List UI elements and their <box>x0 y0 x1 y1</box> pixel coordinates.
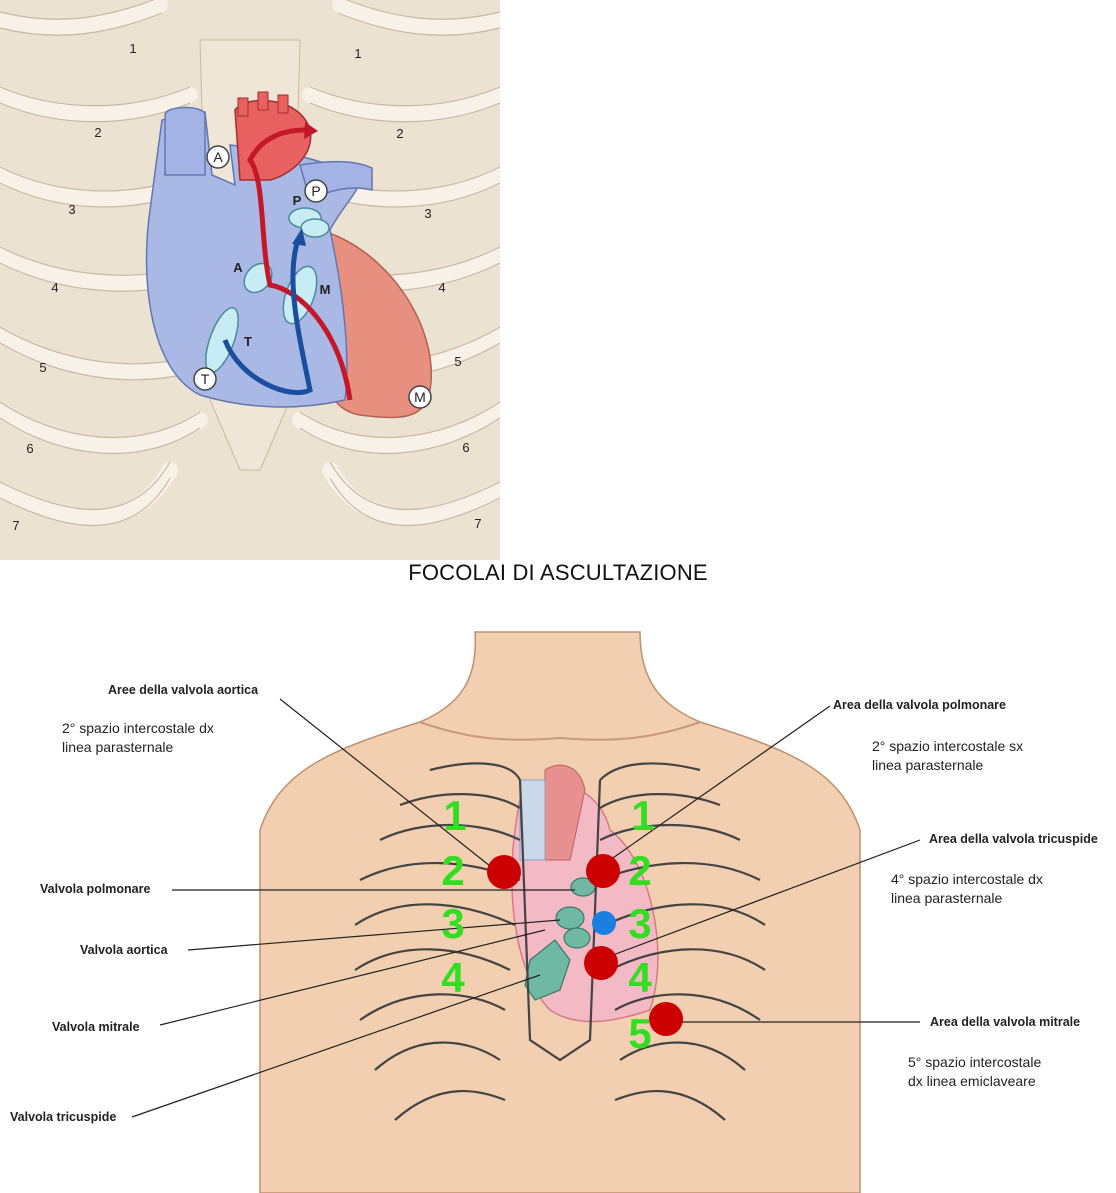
marker-mitral: M <box>408 385 432 409</box>
focus-aortic-dot <box>487 855 521 889</box>
blue-flow-arrow <box>222 239 313 396</box>
marker-pulmonary: P <box>304 179 328 203</box>
rib-number: 2 <box>94 125 101 140</box>
rib-cage-outline <box>354 762 766 1121</box>
ic-number-left: 4 <box>441 954 465 1001</box>
rib-number: 7 <box>12 518 19 533</box>
ic-number-right: 2 <box>628 847 651 894</box>
aortic-branch <box>257 91 269 111</box>
aortic-desc-line1: 2° spazio intercostale dx <box>62 720 214 736</box>
mitral-desc-line1: 5° spazio intercostale <box>908 1054 1042 1070</box>
marker-mitral-label: M <box>414 389 426 405</box>
focus-mitral-dot <box>649 1002 683 1036</box>
rib-number-labels: 1 1 2 2 3 3 4 4 5 5 6 6 7 7 <box>12 41 481 533</box>
rib-number: 1 <box>129 41 136 56</box>
rib-number: 4 <box>438 280 445 295</box>
blue-arrowhead <box>292 228 306 246</box>
valve-letter-p: P <box>293 193 302 208</box>
leader-lines <box>131 698 921 1118</box>
mitral-area-description: 5° spazio intercostale dx linea emiclave… <box>908 1053 1041 1091</box>
aortic-area-description: 2° spazio intercostale dx linea paraster… <box>62 719 214 757</box>
valve-letter-m: M <box>320 282 331 297</box>
pulmonary-desc-line2: linea parasternale <box>872 757 984 773</box>
marker-tricuspid: T <box>193 367 217 391</box>
label-mitral-area: Area della valvola mitrale <box>930 1015 1081 1029</box>
aortic-branch <box>237 97 249 117</box>
focus-tricuspid-dot <box>584 946 618 980</box>
aortic-arch <box>544 764 586 861</box>
marker-aortic: A <box>206 145 230 169</box>
focus-pulmonary-dot <box>586 854 620 888</box>
ic-number-right: 4 <box>628 954 652 1001</box>
ic-number-right: 3 <box>628 900 651 947</box>
ic-number-right: 1 <box>631 792 654 839</box>
ic-number-left: 1 <box>443 792 466 839</box>
ic-number-left: 3 <box>441 900 464 947</box>
torso-auscultation-illustration: 1 2 3 4 1 2 3 4 5 <box>131 631 921 1193</box>
rib-number: 5 <box>454 354 461 369</box>
valve-letters: P A M T <box>233 193 330 349</box>
rib-number: 7 <box>474 516 481 531</box>
intercostal-numbers: 1 2 3 4 1 2 3 4 5 <box>441 792 654 1057</box>
mitral-desc-line2: dx linea emiclaveare <box>908 1073 1036 1089</box>
rib-number: 4 <box>51 280 58 295</box>
rib-number: 1 <box>354 46 361 61</box>
ic-number-right: 5 <box>628 1010 651 1057</box>
rib-number: 5 <box>39 360 46 375</box>
tricuspid-desc-line1: 4° spazio intercostale dx <box>891 871 1043 887</box>
label-mitral-valve: Valvola mitrale <box>52 1020 140 1034</box>
label-aortic-valve: Valvola aortica <box>80 943 168 957</box>
tricuspid-desc-line2: linea parasternale <box>891 890 1003 906</box>
marker-aortic-label: A <box>213 149 223 165</box>
label-pulmonary-area: Area della valvola polmonare <box>833 698 1006 712</box>
red-flow-arrow <box>247 127 353 401</box>
pulmonary-desc-line1: 2° spazio intercostale sx <box>872 738 1024 754</box>
label-aortic-area: Aree della valvola aortica <box>108 683 259 697</box>
tricuspid-area-description: 4° spazio intercostale dx linea paraster… <box>891 870 1043 908</box>
focus-erb-dot <box>592 911 616 935</box>
valve-shapes <box>524 877 596 1001</box>
superior-vena-cava <box>164 106 206 176</box>
pulmonary-area-description: 2° spazio intercostale sx linea paraster… <box>872 737 1023 775</box>
rib-number: 6 <box>462 440 469 455</box>
aortic-desc-line2: linea parasternale <box>62 739 174 755</box>
rib-number: 3 <box>68 202 75 217</box>
red-arrowhead <box>304 122 318 139</box>
marker-pulmonary-label: P <box>311 183 320 199</box>
figure-caption: FOCOLAI DI ASCULTAZIONE <box>408 560 708 585</box>
marker-tricuspid-label: T <box>201 371 210 387</box>
rib-number: 3 <box>424 206 431 221</box>
valve-letter-t: T <box>244 334 252 349</box>
clavicle-line <box>419 721 701 741</box>
ic-number-left: 2 <box>441 847 464 894</box>
label-pulmonary-valve: Valvola polmonare <box>40 882 151 896</box>
valve-letter-a: A <box>233 260 243 275</box>
label-tricuspid-area: Area della valvola tricuspide <box>929 832 1098 846</box>
rib-number: 6 <box>26 441 33 456</box>
rib-number: 2 <box>396 126 403 141</box>
aortic-branch <box>277 94 289 114</box>
vena-cava <box>519 779 546 861</box>
label-tricuspid-valve: Valvola tricuspide <box>10 1110 117 1124</box>
heart-ribcage-illustration: 1 1 2 2 3 3 4 4 5 5 6 6 7 7 P A M T A P … <box>0 0 500 560</box>
